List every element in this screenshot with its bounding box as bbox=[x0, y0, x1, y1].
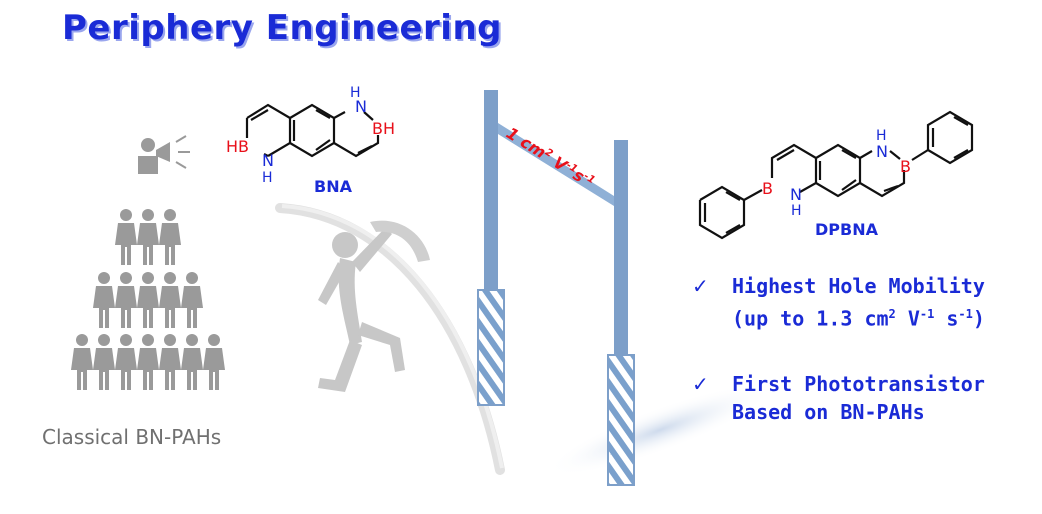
bullet-line2: (up to 1.3 cm2 V-1 s-1) bbox=[732, 306, 985, 331]
bullet-line1: First Phototransistor bbox=[732, 372, 985, 396]
high-jump-bar-icon bbox=[477, 90, 774, 486]
crowd-person-icon bbox=[137, 272, 159, 328]
bna-structure bbox=[245, 103, 380, 158]
crowd-person-icon bbox=[115, 272, 137, 328]
dpbna-name: DPBNA bbox=[815, 220, 879, 239]
crowd-person-icon bbox=[137, 209, 159, 265]
crowd-person-icon bbox=[93, 334, 115, 390]
crowd-person-icon bbox=[159, 209, 181, 265]
bullet-first-phototransistor: ✓ First Phototransistor Based on BN-PAHs bbox=[692, 370, 985, 426]
crowd-person-icon bbox=[159, 272, 181, 328]
check-icon: ✓ bbox=[692, 274, 709, 298]
bna-n-bottom: N bbox=[262, 151, 274, 170]
bna-n-top: N bbox=[355, 97, 367, 116]
dpbna-b-right: B bbox=[900, 157, 911, 176]
crowd-person-icon bbox=[159, 334, 181, 390]
bna-h-top: H bbox=[350, 85, 361, 101]
bna-h-bottom: H bbox=[262, 170, 273, 186]
crowd-person-icon bbox=[115, 334, 137, 390]
crowd-person-icon bbox=[71, 334, 93, 390]
dpbna-n-top: N bbox=[876, 142, 888, 161]
dpbna-h-bottom: H bbox=[791, 203, 802, 219]
crowd-person-icon bbox=[181, 334, 203, 390]
crowd-person-icon bbox=[203, 334, 225, 390]
crowd-person-icon bbox=[115, 209, 137, 265]
bna-name: BNA bbox=[314, 177, 353, 196]
check-icon: ✓ bbox=[692, 372, 709, 396]
page-title: Periphery Engineering bbox=[62, 8, 502, 48]
dpbna-n-bottom: N bbox=[790, 185, 802, 204]
dpbna-b-left: B bbox=[762, 179, 773, 198]
left-caption: Classical BN-PAHs bbox=[42, 425, 222, 449]
pole-vaulter-icon bbox=[275, 203, 505, 475]
dpbna-h-top: H bbox=[876, 128, 887, 144]
bullet-line1: Highest Hole Mobility bbox=[732, 274, 985, 298]
crowd-person-icon bbox=[93, 272, 115, 328]
crowd-person-icon bbox=[137, 334, 159, 390]
crowd-group bbox=[71, 209, 225, 390]
bullet-line2: Based on BN-PAHs bbox=[732, 400, 925, 424]
megaphone-person-icon bbox=[138, 135, 190, 174]
crowd-person-icon bbox=[181, 272, 203, 328]
bna-hb-left: HB bbox=[226, 137, 249, 156]
dpbna-structure bbox=[698, 110, 974, 240]
bullet-highest-mobility: ✓ Highest Hole Mobility (up to 1.3 cm2 V… bbox=[692, 272, 985, 333]
bna-b-top: BH bbox=[372, 119, 395, 138]
